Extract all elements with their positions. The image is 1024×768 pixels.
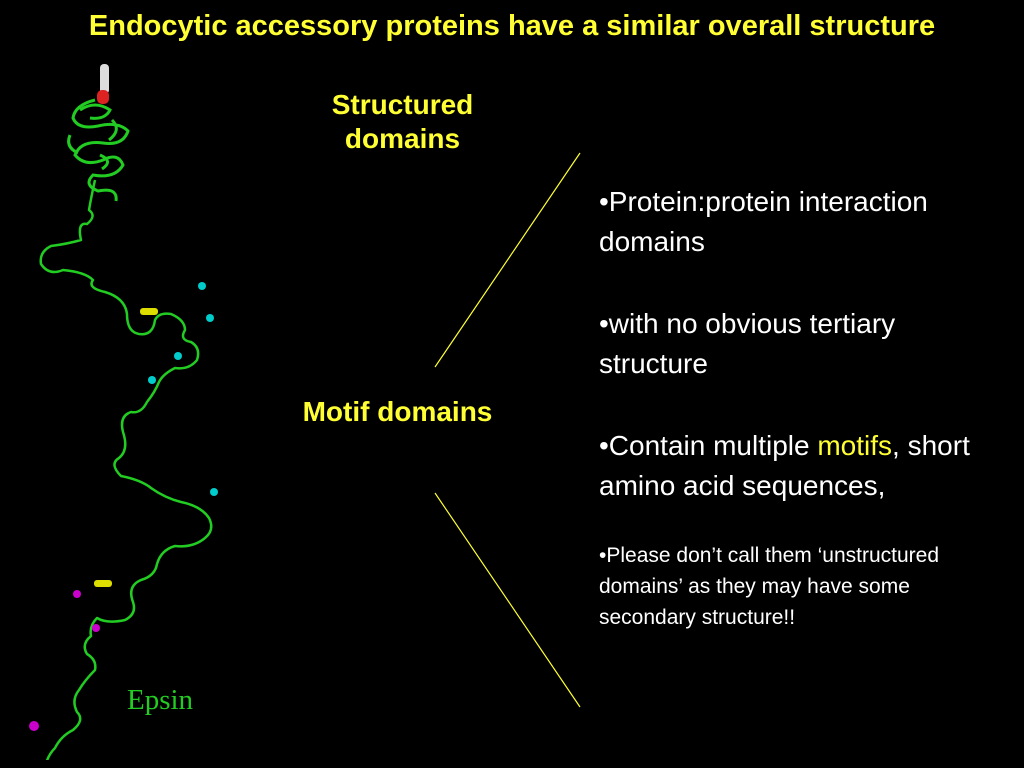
bullet-motifs-suffix: , short amino acid sequences, xyxy=(599,430,970,501)
protein-label: Epsin xyxy=(127,684,194,716)
connector-upper xyxy=(434,152,581,368)
epsin-structure-image xyxy=(29,64,218,760)
connector-lower xyxy=(434,492,581,708)
disordered-chain xyxy=(39,179,213,760)
helix-top-segment xyxy=(97,64,109,104)
motifs-highlight: motifs xyxy=(817,430,893,461)
structured-domains-label: Structured domains xyxy=(331,89,474,154)
bullet-multiple-motifs: •Contain multiple motifs, short amino ac… xyxy=(599,426,1009,506)
enth-domain xyxy=(67,98,130,202)
bullet-motifs-prefix: •Contain multiple xyxy=(599,430,818,461)
bullet-interaction-domains: •Protein:protein interaction domains xyxy=(599,186,928,257)
bullet-no-tertiary: •with no obvious tertiary structure xyxy=(599,308,896,379)
bullet-list: •Protein:protein interaction domains •wi… xyxy=(599,182,1009,633)
motif-markers xyxy=(29,282,218,731)
bullet-unstructured-note: •Please don’t call them ‘unstructured do… xyxy=(599,544,940,629)
slide-title: Endocytic accessory proteins have a simi… xyxy=(88,10,936,42)
motif-domains-label: Motif domains xyxy=(302,396,493,427)
